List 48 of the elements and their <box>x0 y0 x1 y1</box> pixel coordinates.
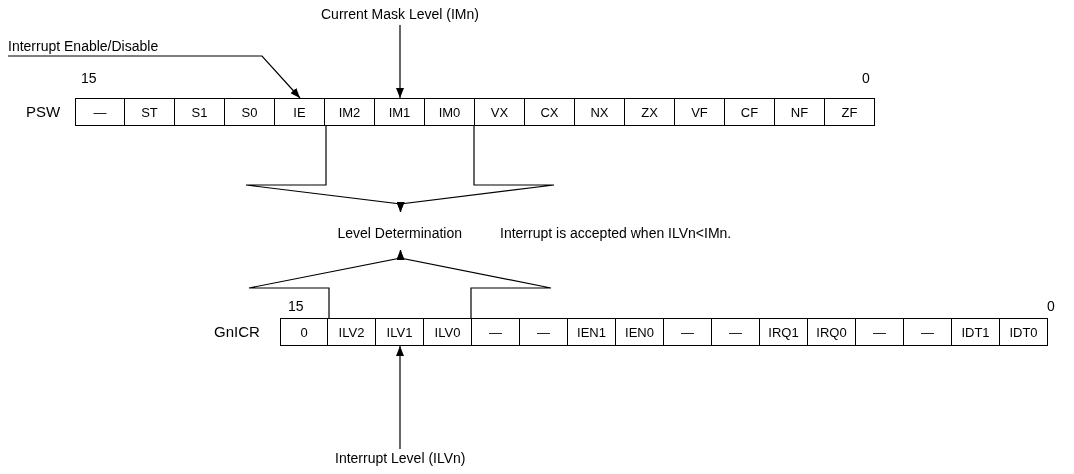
register-bit-cell: — <box>904 318 952 346</box>
register-bit-cell: — <box>472 318 520 346</box>
register-bit-cell: S1 <box>175 98 225 126</box>
register-bit-cell: ILV0 <box>424 318 472 346</box>
note-text: Interrupt is accepted when ILVn<IMn. <box>500 225 732 242</box>
bit-number: 0 <box>862 70 870 87</box>
register-bit-cell: 0 <box>280 318 328 346</box>
bit-number: 15 <box>288 298 304 315</box>
callout-text: Level Determination <box>337 212 462 250</box>
register-bit-cell: IEN0 <box>616 318 664 346</box>
register-bit-cell: ZF <box>825 98 875 126</box>
register-bit-cell: IE <box>275 98 325 126</box>
hollow-block-arrow-side <box>396 125 555 213</box>
callout-text: Current Mask Level (IMn) <box>321 6 479 23</box>
bit-number: 15 <box>81 70 97 87</box>
register-bit-cell: — <box>664 318 712 346</box>
register-bit-cell: S0 <box>225 98 275 126</box>
register-bit-cell: — <box>75 98 125 126</box>
register-bit-cell: IRQ1 <box>760 318 808 346</box>
hollow-block-arrow-side <box>396 249 552 319</box>
register-bit-cell: CF <box>725 98 775 126</box>
register-bit-cell: IRQ0 <box>808 318 856 346</box>
leader-arrow <box>396 345 404 450</box>
register-bit-cell: VX <box>475 98 525 126</box>
register-bit-cell: IDT1 <box>952 318 1000 346</box>
register-bit-cell: ZX <box>625 98 675 126</box>
register-bit-cell: ILV2 <box>328 318 376 346</box>
callout-text: Interrupt Level (ILVn) <box>335 450 466 467</box>
register-name: GnICR <box>214 323 260 340</box>
callout-text: Interrupt Enable/Disable <box>8 38 159 55</box>
register-bit-cell: ST <box>125 98 175 126</box>
register-bit-cell: IM2 <box>325 98 375 126</box>
register-bit-cell: ILV1 <box>376 318 424 346</box>
register-name: PSW <box>26 103 61 120</box>
register-bit-cell: IDT0 <box>1000 318 1048 346</box>
leader-arrow <box>396 24 404 99</box>
register-bit-cell: VF <box>675 98 725 126</box>
leader-arrow <box>7 55 301 99</box>
register-bit-cell: IEN1 <box>568 318 616 346</box>
bit-number: 0 <box>1047 298 1055 315</box>
register-bit-cell: CX <box>525 98 575 126</box>
register-bit-cell: — <box>520 318 568 346</box>
register-bit-cell: NF <box>775 98 825 126</box>
register-bit-cell: IM1 <box>375 98 425 126</box>
register-bit-cell: — <box>856 318 904 346</box>
register-bit-cell: IM0 <box>425 98 475 126</box>
register-bit-cell: — <box>712 318 760 346</box>
register-bit-cell: NX <box>575 98 625 126</box>
